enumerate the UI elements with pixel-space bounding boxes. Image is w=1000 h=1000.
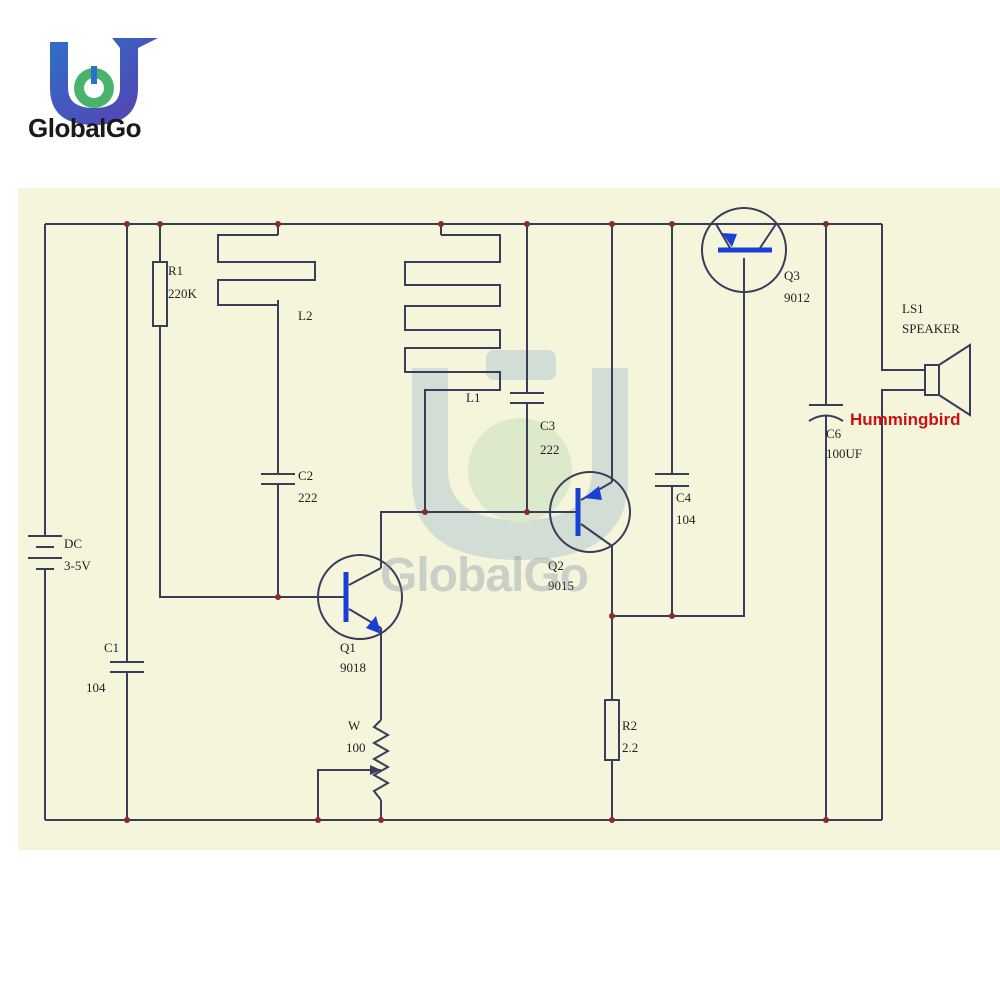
r2-value-label: 2.2 bbox=[622, 740, 638, 755]
junction-dots bbox=[124, 221, 829, 823]
capacitor-c3 bbox=[510, 392, 544, 404]
wires bbox=[44, 223, 925, 821]
inductor-l1 bbox=[404, 234, 501, 391]
c2-value-label: 222 bbox=[298, 490, 318, 505]
hummingbird-annotation: Hummingbird bbox=[850, 410, 961, 429]
q1-value-label: 9018 bbox=[340, 660, 366, 675]
speaker-ref-label: LS1 bbox=[902, 301, 924, 316]
watermark-text: GlobalGo bbox=[380, 549, 589, 602]
battery-dc bbox=[28, 535, 62, 580]
speaker-icon bbox=[924, 343, 971, 417]
l1-ref-label: L1 bbox=[466, 390, 480, 405]
l2-ref-label: L2 bbox=[298, 308, 312, 323]
c3-ref-label: C3 bbox=[540, 418, 555, 433]
c6-ref-label: C6 bbox=[826, 426, 842, 441]
q3-ref-label: Q3 bbox=[784, 268, 800, 283]
dc-ref-label: DC bbox=[64, 536, 82, 551]
w-ref-label: W bbox=[348, 718, 361, 733]
c1-ref-label: C1 bbox=[104, 640, 119, 655]
q2-value-label: 9015 bbox=[548, 578, 574, 593]
r1-ref-label: R1 bbox=[168, 263, 183, 278]
speaker-value-label: SPEAKER bbox=[902, 321, 960, 336]
inductor-l2 bbox=[217, 234, 316, 306]
resistor-r2 bbox=[604, 699, 620, 761]
r2-ref-label: R2 bbox=[622, 718, 637, 733]
brand-logo-icon bbox=[50, 38, 158, 125]
transistor-q1 bbox=[317, 554, 403, 640]
brand-name: GlobalGo bbox=[28, 113, 142, 143]
capacitor-c1 bbox=[110, 661, 144, 673]
capacitor-c4 bbox=[655, 473, 689, 487]
c4-ref-label: C4 bbox=[676, 490, 692, 505]
c2-ref-label: C2 bbox=[298, 468, 313, 483]
resistor-r1 bbox=[152, 261, 168, 327]
c6-value-label: 100UF bbox=[826, 446, 862, 461]
w-value-label: 100 bbox=[346, 740, 366, 755]
q1-ref-label: Q1 bbox=[340, 640, 356, 655]
potentiometer-w bbox=[370, 719, 391, 801]
transistor-q3 bbox=[701, 207, 826, 293]
q2-ref-label: Q2 bbox=[548, 558, 564, 573]
dc-value-label: 3-5V bbox=[64, 558, 91, 573]
capacitor-c2 bbox=[261, 473, 295, 485]
schematic-background bbox=[18, 188, 1000, 850]
r1-value-label: 220K bbox=[168, 286, 198, 301]
capacitor-c6 bbox=[808, 404, 844, 422]
c4-value-label: 104 bbox=[676, 512, 696, 527]
q3-value-label: 9012 bbox=[784, 290, 810, 305]
transistor-q2 bbox=[549, 471, 631, 553]
c3-value-label: 222 bbox=[540, 442, 560, 457]
c1-value-label: 104 bbox=[86, 680, 106, 695]
